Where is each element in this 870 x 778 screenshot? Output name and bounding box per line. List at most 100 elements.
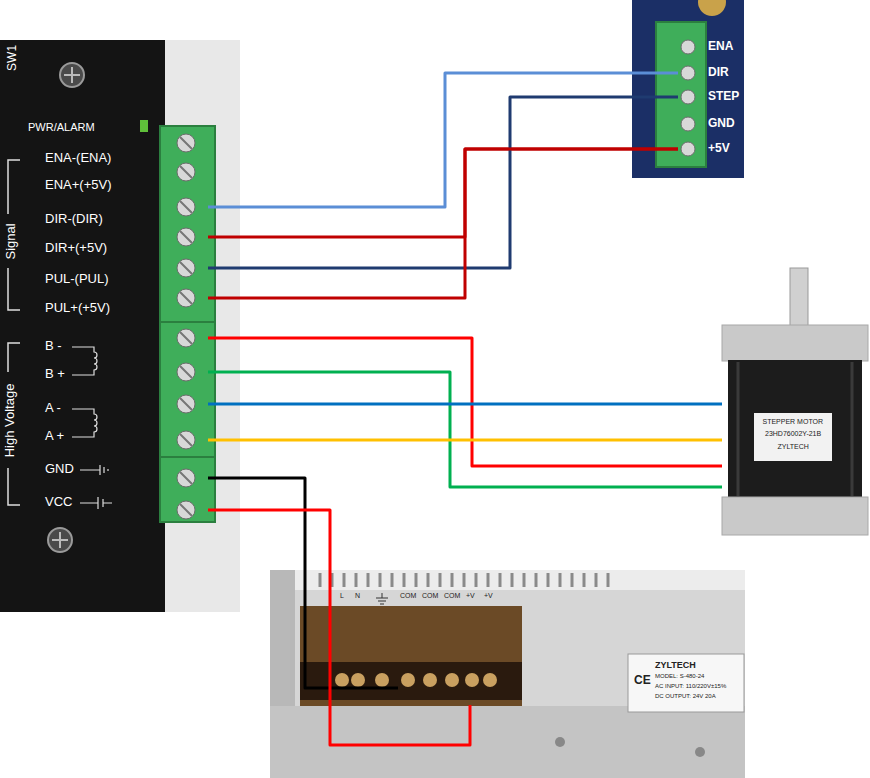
motor-ridge [738,362,852,496]
motor-label: STEPPER MOTOR [763,418,824,426]
wire [208,149,678,237]
terminal-label: GND [45,462,74,477]
coil-symbol [72,409,97,437]
wire [208,439,722,442]
wire [208,73,678,207]
terminal-screw [351,673,365,687]
terminal-label: COM [444,592,460,600]
driver-terminal: B - [40,328,208,357]
panel-label: High Voltage [3,383,18,457]
wire [208,97,678,268]
terminal-label: COM [400,592,416,600]
terminal-block [656,22,706,167]
controller-pin: ENA [678,37,744,57]
photo-ground [0,40,240,612]
wire [208,149,678,298]
controller-pin: STEP [678,87,744,107]
terminal-screw [423,673,437,687]
controller-board [632,0,744,178]
driver-housing [0,40,165,612]
stepper-motor: STEPPER MOTOR 23HD76002Y-21B ZYLTECH [722,325,868,535]
terminal-screw [681,90,695,104]
terminal-screw [375,673,389,687]
status-led [140,120,148,132]
wire [208,403,722,406]
terminal-block [160,126,215,322]
motor-flange [722,325,868,361]
pin-label: DIR [708,66,729,80]
driver-terminal: DIR-(DIR) [40,197,208,230]
terminal-screw [445,673,459,687]
terminal-label: B + [45,367,65,382]
motor-label: 23HD76002Y-21B [765,430,821,438]
terminal-screw [401,673,415,687]
controller-pin: GND [678,114,744,134]
psu-terminal: N [353,590,365,604]
driver-terminal: A - [40,394,208,419]
driver-terminal: ENA+(+5V) [40,162,208,196]
panel-label: SW1 [6,45,20,71]
wire [208,510,470,745]
housing-screw [60,63,84,87]
controller-pin: +5V [678,139,744,159]
psu-plate [270,706,745,778]
terminal-label: DIR+(+5V) [45,241,107,256]
psu-terminal: L [338,590,350,604]
pin-label: ENA [708,40,733,54]
wire [208,372,722,487]
terminal-screw [483,673,497,687]
mounting-hole [555,737,565,747]
terminal-screw [681,117,695,131]
terminal-screw [335,673,349,687]
psu-housing [270,570,745,778]
terminal-label: B - [45,339,62,354]
terminal-label: PUL+(+5V) [45,301,110,316]
motor-label: ZYLTECH [778,443,809,451]
stepper-driver: SW1PWR/ALARMSignalHigh VoltageENA-(ENA)E… [0,40,240,612]
motor-flange [722,497,868,535]
ground-symbol [80,465,108,475]
wire [208,338,722,466]
psu-terminal: COM [398,590,418,705]
terminal-screw [681,142,695,156]
driver-terminal: A + [40,427,208,450]
driver-terminal: B + [40,362,208,385]
psu-label: MODEL: S-480-24 [655,673,704,680]
pin-label: STEP [708,90,739,104]
terminal-strip [300,662,522,700]
pin-label: GND [708,117,735,131]
earth-symbol [376,593,388,604]
controller-pin: DIR [678,63,744,83]
driver-terminal: PUL+(+5V) [40,288,208,319]
driver-terminal: DIR+(+5V) [40,227,208,259]
psu-label: AC INPUT: 110/220V±15% [655,683,726,690]
terminal-label: COM [422,592,438,600]
terminal-label: DIR-(DIR) [45,212,103,227]
coil-symbol [72,347,97,375]
motor-body [728,360,862,498]
screw-slot [180,137,192,516]
power-supply: ZYLTECHMODEL: S-480-24AC INPUT: 110/220V… [270,570,745,778]
screw-cross [52,532,68,548]
housing-screw [48,528,72,552]
psu-label: DC OUTPUT: 24V 20A [655,693,716,700]
motor-sticker [754,413,832,461]
terminal-screw [681,66,695,80]
motor-shaft [790,268,808,328]
psu-top [295,570,745,590]
terminal-label: A + [45,429,64,444]
terminal-label: +V [466,592,475,600]
supply-symbol [80,497,112,509]
terminal-label: VCC [45,495,72,510]
terminal-label: A - [45,401,61,416]
terminal-screw [465,673,479,687]
psu-terminal: COM [442,590,462,705]
terminal-label: ENA+(+5V) [45,178,111,193]
terminal-label: PUL-(PUL) [45,272,109,287]
psu-terminal: +V [482,590,498,705]
psu-label: CE [634,674,651,688]
terminal-label: N [355,592,360,600]
